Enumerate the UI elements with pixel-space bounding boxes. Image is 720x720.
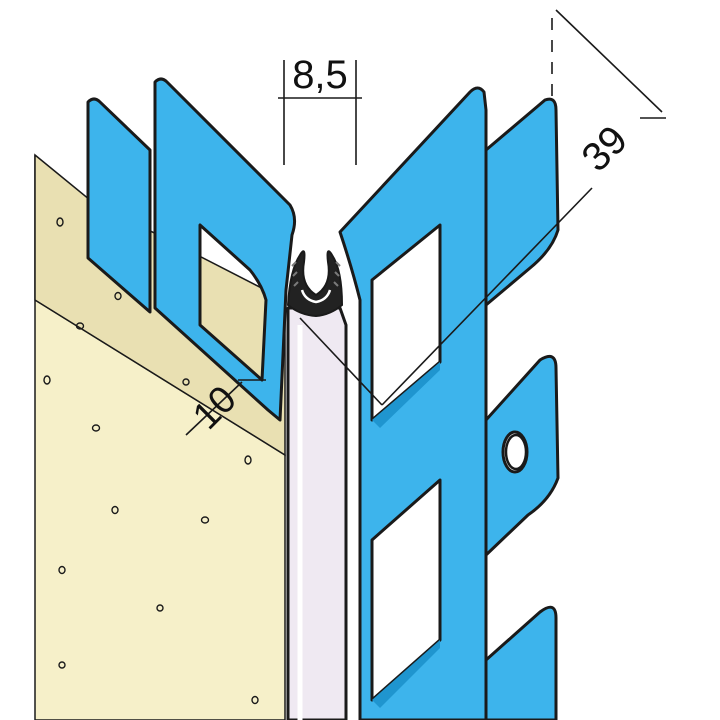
right-window-shade-bottom bbox=[372, 640, 440, 708]
left-flange-back bbox=[86, 97, 152, 314]
dimension-label-nose-width: 8,5 bbox=[292, 53, 348, 97]
nose-bead-teeth bbox=[291, 261, 341, 287]
left-flange-front bbox=[153, 77, 297, 422]
plaster-speckles bbox=[43, 217, 259, 705]
oval-hole-icon bbox=[504, 433, 528, 471]
nose-bead bbox=[286, 250, 344, 318]
nose-bead-inner bbox=[300, 289, 332, 304]
dimension-label-leg-length: 39 bbox=[574, 118, 637, 181]
right-window-shade-top bbox=[372, 362, 440, 428]
right-flange-back bbox=[484, 97, 560, 720]
right-flange-front bbox=[338, 86, 488, 720]
pvc-nose-strip bbox=[286, 306, 348, 720]
dimension-nose-width: 8,5 bbox=[278, 53, 362, 165]
